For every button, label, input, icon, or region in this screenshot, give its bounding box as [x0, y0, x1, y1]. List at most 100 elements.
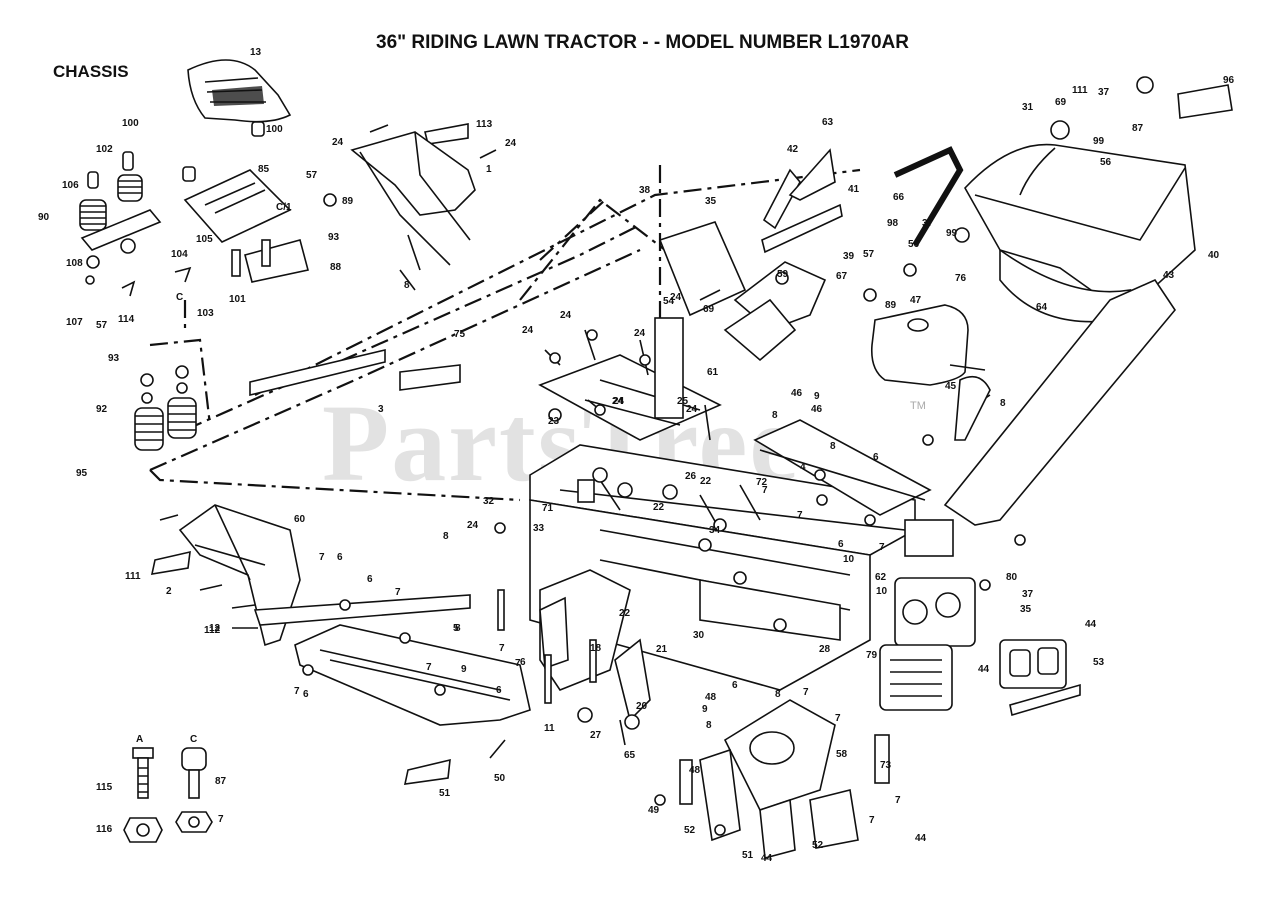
part-callout: 32: [483, 496, 495, 507]
part-callout: 95: [76, 468, 88, 479]
part-callout: 103: [197, 308, 214, 319]
part-callout: 63: [822, 117, 834, 128]
part-callout: 39: [843, 251, 855, 262]
part-callout: 46: [811, 404, 823, 415]
part-callout: 26: [685, 471, 697, 482]
part-callout: 24: [686, 404, 698, 415]
part-callout: 7: [294, 686, 300, 697]
part-callout: 106: [62, 180, 79, 191]
page-title: 36" RIDING LAWN TRACTOR - - MODEL NUMBER…: [376, 32, 909, 53]
part-callout: 96: [1223, 75, 1235, 86]
part-callout: 52: [812, 840, 824, 851]
part-callout: 7: [499, 643, 505, 654]
part-callout: 24: [612, 396, 624, 407]
part-callout: 31: [1022, 102, 1034, 113]
part-callout: 48: [705, 692, 717, 703]
part-callout: 21: [656, 644, 668, 655]
part-callout: 10: [843, 554, 855, 565]
seat: [187, 59, 292, 123]
part-callout: 51: [742, 850, 754, 861]
part-callout: 44: [978, 664, 990, 675]
part-callout: 92: [96, 404, 108, 415]
legend-part-a: 115: [96, 782, 113, 793]
part-callout: 56: [908, 239, 920, 250]
part-callout: 90: [38, 212, 50, 223]
part-callout: 8: [1000, 398, 1006, 409]
legend-nut-a: 116: [96, 824, 113, 835]
part-callout: 89: [342, 196, 354, 207]
part-callout: 7: [803, 687, 809, 698]
part-callout: 99: [1093, 136, 1105, 147]
part-callout: 28: [819, 644, 831, 655]
part-callout: 85: [258, 164, 270, 175]
part-callout: 79: [866, 650, 878, 661]
part-callout: 93: [108, 353, 120, 364]
part-callout: 35: [1020, 604, 1032, 615]
part-callout: 7: [879, 542, 885, 553]
part-callout: 24: [634, 328, 646, 339]
part-callout: 8: [706, 720, 712, 731]
part-callout: 80: [1006, 572, 1018, 583]
part-callout: 9: [461, 664, 467, 675]
cable-loop: [893, 146, 964, 247]
seat-bracket: [121, 121, 309, 297]
hardware-bolts: [159, 76, 1154, 836]
part-callout: 7: [319, 552, 325, 563]
fuel-tank: [870, 304, 991, 441]
part-callout: 37: [1022, 589, 1034, 600]
legend-nut-c: 7: [218, 814, 224, 825]
part-callout: 41: [848, 184, 860, 195]
part-callout: 72: [756, 477, 768, 488]
part-callout: 1: [486, 164, 492, 175]
part-callout: C: [176, 292, 183, 303]
part-callout: 7: [426, 662, 432, 673]
part-callout: 6: [838, 539, 844, 550]
part-callout: 114: [118, 314, 135, 325]
part-callout: 67: [836, 271, 848, 282]
part-callout: 6: [337, 552, 343, 563]
part-callout: 35: [705, 196, 717, 207]
part-callout: 108: [66, 258, 83, 269]
part-callout: 8: [404, 280, 410, 291]
part-callout: 7: [395, 587, 401, 598]
part-callout: 69: [1055, 97, 1067, 108]
part-callout: 102: [96, 144, 113, 155]
part-callout: 104: [171, 249, 188, 260]
part-callout: 56: [1100, 157, 1112, 168]
part-callout: 20: [636, 701, 648, 712]
part-callout: 9: [814, 391, 820, 402]
part-callout: 24: [467, 520, 479, 531]
decals: [150, 84, 1233, 785]
part-callout: 5: [453, 623, 459, 634]
part-callout: 49: [648, 805, 660, 816]
part-callout: 34: [709, 525, 721, 536]
part-callout: 24: [613, 396, 625, 407]
part-callout: 7: [797, 510, 803, 521]
part-callout: 105: [196, 234, 213, 245]
part-callout: 24: [505, 138, 517, 149]
dash-tower: [350, 131, 827, 362]
part-callout: 37: [1098, 87, 1110, 98]
part-callout: 2: [166, 586, 172, 597]
part-callout: 50: [494, 773, 506, 784]
part-callout: 112: [204, 625, 221, 636]
rear-bumper: [253, 519, 954, 626]
part-callout: 42: [787, 144, 799, 155]
part-callout: 44: [761, 853, 773, 864]
part-callout: 7: [515, 658, 521, 669]
part-callout: 6: [520, 657, 526, 668]
part-callout: 6: [496, 685, 502, 696]
part-callout: 30: [693, 630, 705, 641]
part-callout: 9: [702, 704, 708, 715]
legend-key-c: C: [190, 734, 197, 745]
part-callout: 6: [367, 574, 373, 585]
part-callout: 51: [439, 788, 451, 799]
trademark: TM: [910, 400, 926, 412]
part-callout: 61: [707, 367, 719, 378]
part-callout: 45: [945, 381, 957, 392]
part-callout: 8: [830, 441, 836, 452]
part-callout: 6: [303, 689, 309, 700]
part-callout: C/1: [276, 202, 292, 213]
part-callout: 40: [1208, 250, 1220, 261]
part-callout: 7: [835, 713, 841, 724]
